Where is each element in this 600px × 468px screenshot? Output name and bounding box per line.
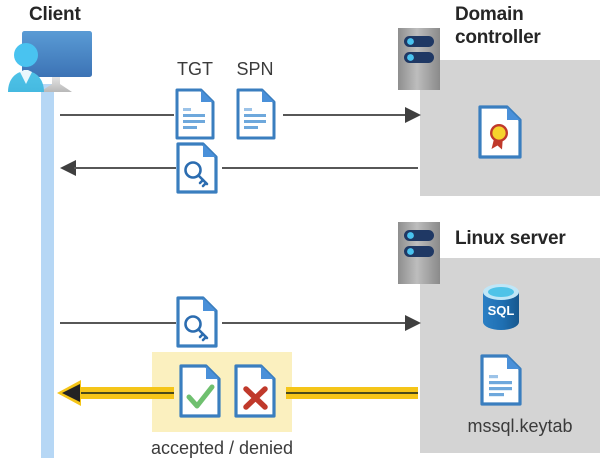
domain-controller-title-line1: Domain [455,4,524,25]
user-at-computer-icon [4,26,100,96]
linux-server-server-rack-icon [398,222,440,284]
message-ticket-presented-arrowhead [403,313,423,333]
auth-result-caption: accepted / denied [150,438,294,458]
domain-controller-title-line2: controller [455,27,541,48]
svg-text:SQL: SQL [488,303,515,318]
message-ticket-presented-line-right [222,322,410,324]
domain-controller-title: Domain controller [455,3,600,49]
presented-ticket-key-document-icon [176,296,220,348]
message-tgt-spn-arrowhead [403,105,423,125]
client-title: Client [29,4,81,25]
auth-result-arrowhead [55,378,83,408]
sql-database-icon: SQL [479,282,523,334]
denied-document-icon [234,364,278,418]
message-ticket-presented-line-left [60,322,176,324]
tgt-document-icon [175,88,215,140]
message-tgt-spn-line-right [283,114,413,116]
client-lifeline [41,84,54,458]
service-ticket-key-document-icon [176,142,220,194]
message-service-ticket-line-right [222,167,418,169]
domain-controller-server-rack-icon [398,28,440,90]
message-tgt-spn-line-left [60,114,174,116]
spn-document-icon [236,88,276,140]
auth-result-line-left [68,385,174,401]
certificate-document-icon [478,105,522,159]
message-service-ticket-arrowhead [58,158,78,178]
spn-label: SPN [236,59,274,79]
keytab-document-icon [480,354,522,406]
auth-result-line-right [286,385,418,401]
message-service-ticket-line-left [74,167,176,169]
accepted-document-icon [179,364,223,418]
keytab-filename-label: mssql.keytab [467,416,573,436]
tgt-label: TGT [177,59,213,79]
linux-server-title: Linux server [455,228,566,249]
